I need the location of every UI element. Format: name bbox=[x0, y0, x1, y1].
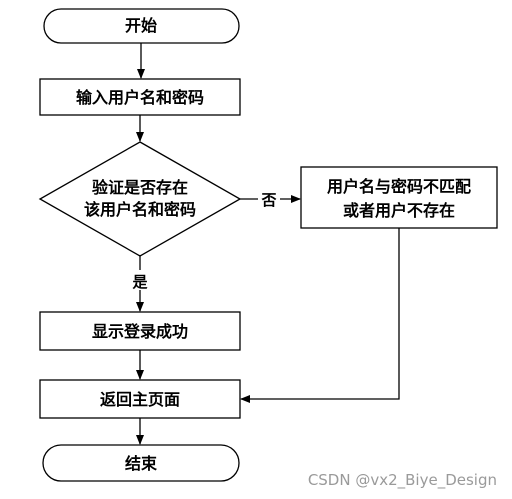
return-home-label: 返回主页面 bbox=[100, 390, 180, 409]
edge-error-to-return bbox=[240, 228, 400, 403]
decision-label-line1: 验证是否存在 bbox=[92, 178, 188, 197]
login-success-box bbox=[39, 311, 241, 351]
error-message-line2: 或者用户不存在 bbox=[343, 201, 455, 220]
return-home-box bbox=[39, 379, 241, 419]
start-label: 开始 bbox=[125, 16, 157, 35]
decision-label-line2: 该用户名和密码 bbox=[84, 200, 196, 219]
error-message-box bbox=[300, 166, 498, 229]
end-terminator bbox=[42, 444, 240, 482]
end-label: 结束 bbox=[124, 454, 158, 473]
error-message-line1: 用户名与密码不匹配 bbox=[327, 177, 471, 196]
verify-decision-diamond bbox=[38, 141, 242, 257]
yes-branch-label: 是 bbox=[131, 273, 148, 291]
no-branch-label: 否 bbox=[260, 191, 276, 209]
input-credentials-label: 输入用户名和密码 bbox=[76, 88, 204, 107]
input-credentials-box bbox=[39, 78, 241, 116]
yes-label-backing bbox=[129, 270, 151, 290]
login-success-label: 显示登录成功 bbox=[92, 322, 188, 341]
no-label-backing bbox=[258, 189, 280, 209]
csdn-watermark: CSDN @vx2_Biye_Design bbox=[308, 471, 497, 490]
